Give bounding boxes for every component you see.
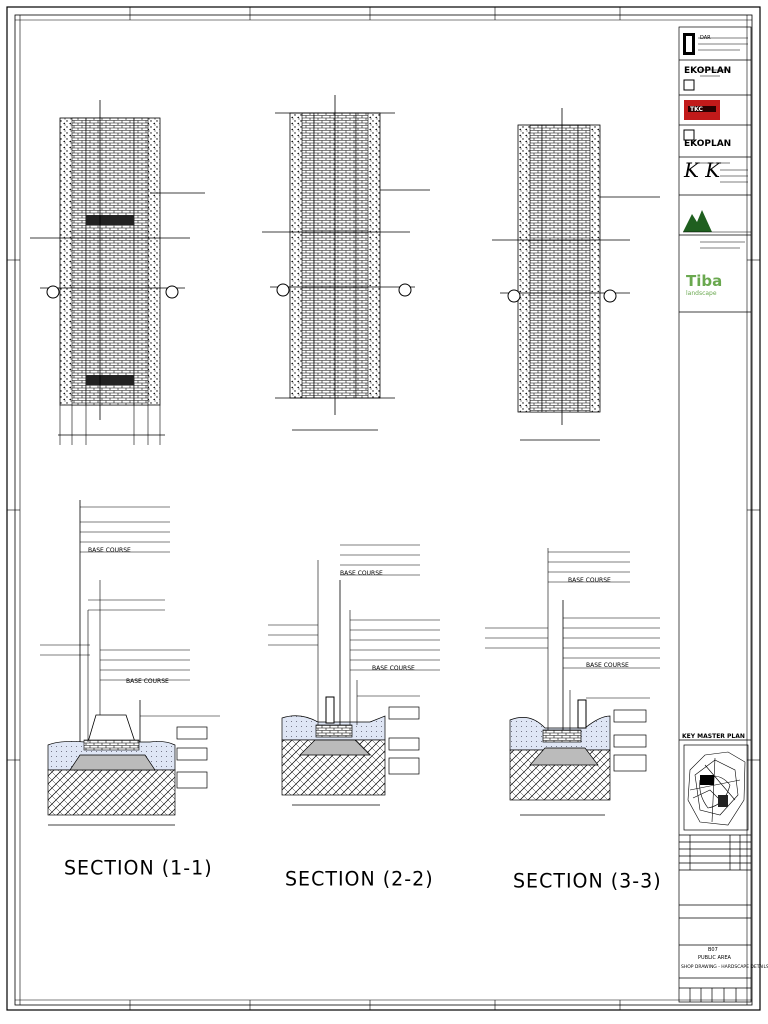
base-course-label-2: BASE COURSE <box>372 665 415 672</box>
tiba-logo: Tiba <box>686 272 723 290</box>
base-course-label-5: BASE COURSE <box>88 547 131 554</box>
ekoplan-logo-1: EKOPLAN <box>684 66 732 76</box>
area-name: PUBLIC AREA <box>698 955 731 961</box>
section-1-1-drawing <box>40 500 220 826</box>
key-plan-title: KEY MASTER PLAN <box>682 733 745 740</box>
kk-logo: K K <box>684 158 721 182</box>
tkc-logo: TKC <box>690 106 703 113</box>
plan-strip-1 <box>30 100 205 445</box>
section-title-2-2: SECTION (2-2) <box>285 867 434 891</box>
plan-strip-3 <box>492 108 660 441</box>
section-title-3-3: SECTION (3-3) <box>513 869 662 893</box>
tiba-logo-sub: landscape <box>686 290 717 297</box>
title-block <box>678 26 752 1003</box>
area-code: B07 <box>708 947 718 953</box>
section-3-3-drawing <box>485 548 660 816</box>
drawing-type: SHOP DRAWING - HARDSCAPE DETAILS <box>681 965 768 970</box>
dar-logo: DAR <box>700 35 711 41</box>
ekoplan-logo-2: EKOPLAN <box>684 139 732 149</box>
base-course-label-3: BASE COURSE <box>586 662 629 669</box>
base-course-label-1: BASE COURSE <box>126 678 169 685</box>
base-course-label-6: BASE COURSE <box>568 577 611 584</box>
plan-strip-2 <box>262 95 430 431</box>
section-2-2-drawing <box>268 544 440 806</box>
base-course-label-4: BASE COURSE <box>340 570 383 577</box>
section-title-1-1: SECTION (1-1) <box>64 856 213 880</box>
